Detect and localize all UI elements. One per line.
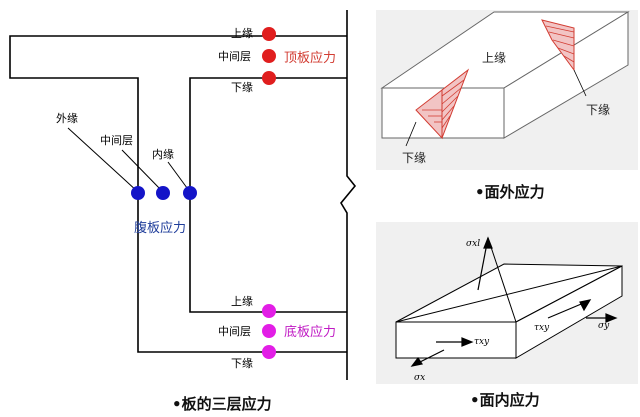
stress-hatch-left [415, 68, 470, 140]
upper-edge-label: 上缘 [482, 51, 506, 65]
web-inner-label: 内缘 [152, 147, 174, 161]
bottom-flange-middle-dot [262, 324, 276, 338]
web-title: 腹板应力 [134, 220, 186, 236]
web-middle-label: 中间层 [100, 134, 133, 147]
top-flange-lower-dot [262, 71, 276, 85]
plate-block [380, 11, 630, 139]
in-plane-diagram: σxl τxy τxy σy σx [395, 236, 623, 383]
sigma-xl-symbol: σxl [466, 239, 480, 249]
lower-edge-left-label: 下缘 [402, 151, 426, 165]
box-section-diagram: 上缘 中间层 下缘 顶板应力 外缘 中间层 内缘 腹板应力 上缘 中间层 下缘 … [9, 10, 357, 380]
top-flange-upper-label: 上缘 [231, 27, 253, 40]
lower-edge-right-label: 下缘 [586, 103, 610, 117]
top-flange-title: 顶板应力 [284, 50, 336, 66]
web-inner-dot [183, 186, 197, 200]
web-middle-dot [156, 186, 170, 200]
bottom-flange-upper-dot [262, 304, 276, 318]
sigma-y-symbol: σy [598, 321, 610, 331]
stress-hatch-right [541, 19, 575, 72]
top-flange-lower-label: 下缘 [231, 81, 253, 94]
web-outer-label: 外缘 [56, 112, 78, 125]
in-plane-caption: •面内应力 [470, 391, 540, 409]
tau-xy-front-symbol: τxy [474, 337, 490, 347]
out-of-plane-pointers [405, 69, 587, 147]
web-outer-dot [131, 186, 145, 200]
bottom-flange-upper-label: 上缘 [231, 295, 253, 308]
stress-arrows [410, 236, 618, 367]
top-flange-upper-dot [262, 27, 276, 41]
out-of-plane-diagram: 上缘 下缘 下缘 [380, 11, 630, 165]
bottom-flange-middle-label: 中间层 [218, 325, 251, 338]
tau-xy-side-symbol: τxy [534, 323, 550, 333]
web-pointer-lines [67, 127, 191, 193]
three-layer-caption: •板的三层应力 [172, 395, 272, 413]
bottom-flange-lower-dot [262, 345, 276, 359]
bottom-flange-lower-label: 下缘 [231, 357, 253, 370]
plate-diagonals [395, 237, 623, 323]
sigma-x-symbol: σx [414, 373, 425, 383]
out-of-plane-caption: •面外应力 [475, 183, 545, 201]
bottom-flange-title: 底板应力 [284, 324, 336, 340]
plate [395, 263, 623, 359]
top-flange-middle-dot [262, 49, 276, 63]
top-flange-middle-label: 中间层 [218, 50, 251, 63]
